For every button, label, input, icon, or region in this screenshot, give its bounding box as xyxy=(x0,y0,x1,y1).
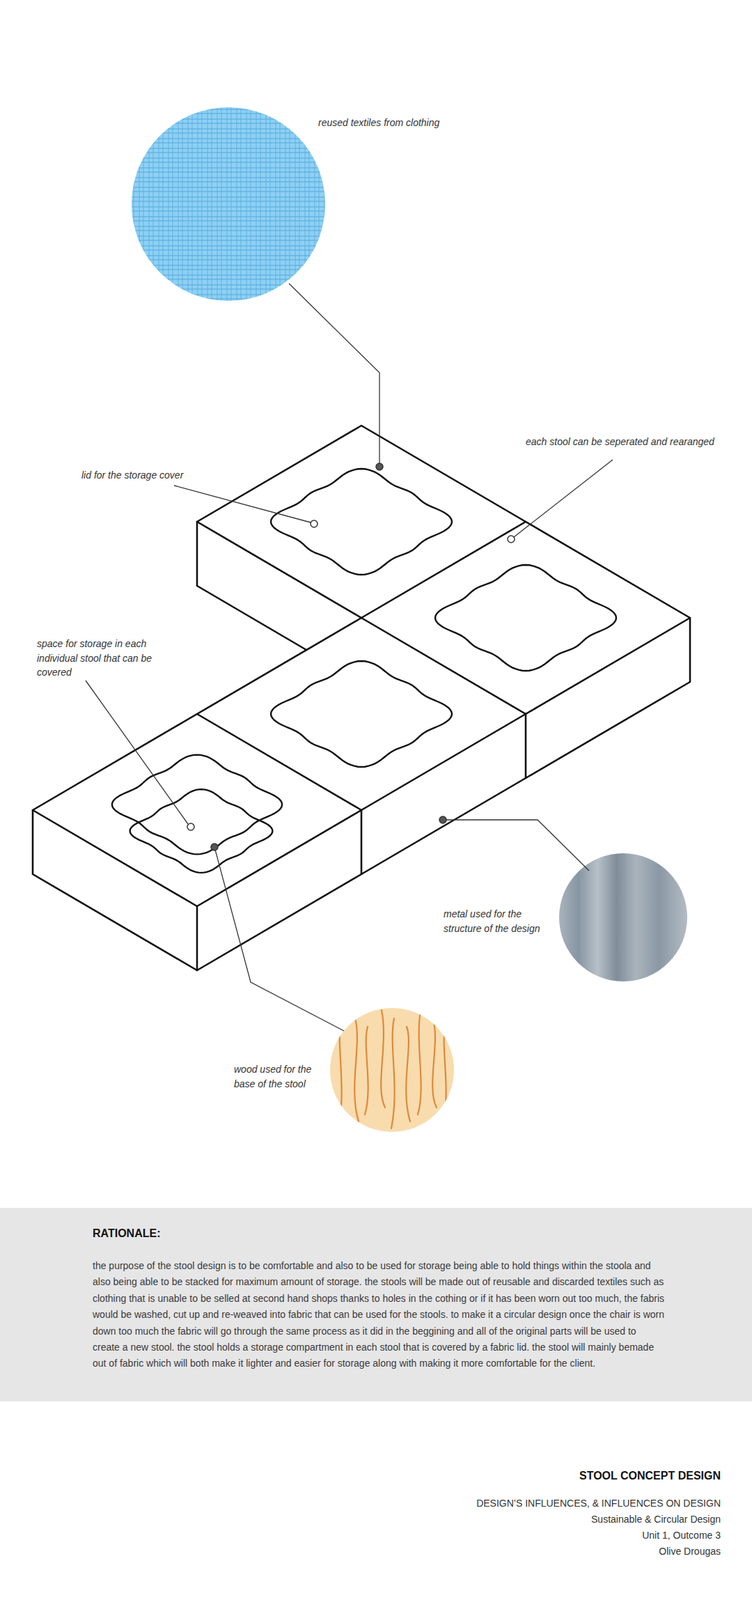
course-line: DESIGN’S INFLUENCES, & INFLUENCES ON DES… xyxy=(476,1497,721,1509)
wood-grain-stroke xyxy=(432,1017,437,1108)
fabric-swatch xyxy=(131,107,326,301)
callout-label: space for storage in each individual sto… xyxy=(36,636,180,680)
wood-grain xyxy=(338,1009,447,1128)
wood-grain-stroke xyxy=(417,1009,422,1115)
author-name: Olive Drougas xyxy=(658,1545,721,1557)
material-label: metal used for the structure of the desi… xyxy=(443,906,555,936)
wood-swatch xyxy=(330,1007,454,1132)
storage-opening xyxy=(270,468,452,575)
wood-grain-stroke xyxy=(391,1017,395,1128)
metal-swatch xyxy=(559,852,688,982)
stool-outline xyxy=(32,425,691,970)
rationale-band: RATIONALE: the purpose of the stool desig… xyxy=(0,1207,752,1401)
storage-opening xyxy=(435,564,617,671)
storage-opening xyxy=(130,788,273,873)
material-label: reused textiles from clothing xyxy=(318,115,500,131)
course-line: Unit 1, Outcome 3 xyxy=(641,1529,721,1541)
callout-label: each stool can be seperated and rearange… xyxy=(525,434,735,450)
leader-dots xyxy=(187,463,515,851)
callout-label: lid for the storage cover xyxy=(81,467,221,483)
leader-lines xyxy=(85,283,613,1031)
course-line: Sustainable & Circular Design xyxy=(591,1513,721,1525)
rationale-text: the purpose of the stool design is to be… xyxy=(92,1257,665,1372)
wood-grain-stroke xyxy=(380,1009,386,1108)
wood-grain-stroke xyxy=(442,1026,447,1128)
wood-grain-stroke xyxy=(405,1026,411,1122)
storage-opening xyxy=(270,660,452,767)
storage-openings xyxy=(112,468,617,873)
wood-grain-stroke xyxy=(354,1017,359,1122)
material-label: wood used for the base of the stool xyxy=(233,1061,326,1091)
wood-grain-stroke xyxy=(364,1026,369,1115)
rationale-heading: RATIONALE: xyxy=(92,1226,161,1240)
board-title: STOOL CONCEPT DESIGN xyxy=(579,1469,721,1482)
